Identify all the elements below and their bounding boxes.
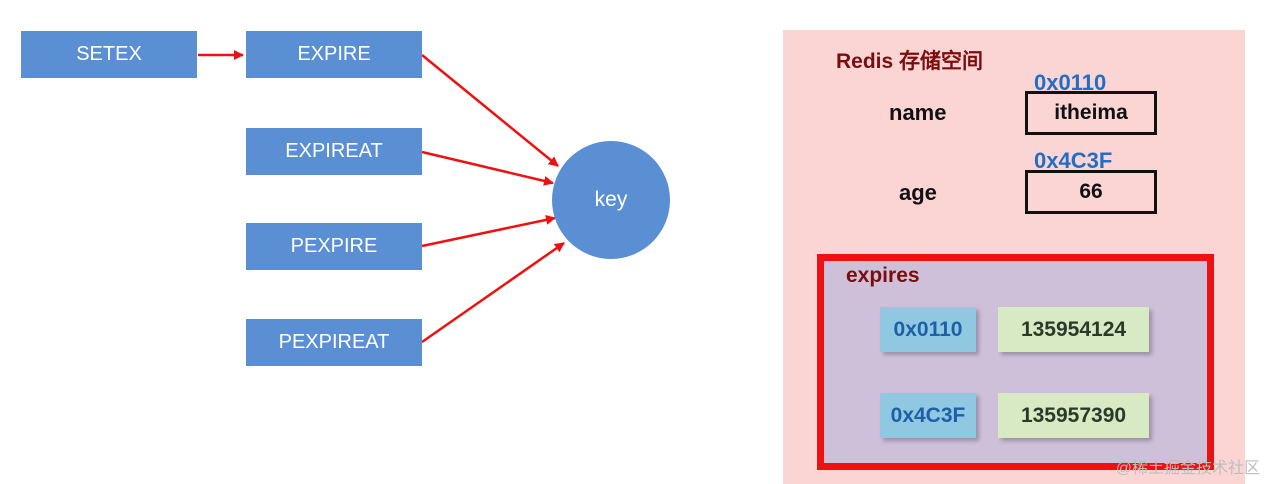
- pexpire-box: PEXPIRE: [246, 223, 422, 270]
- expire-box: EXPIRE: [246, 31, 422, 78]
- expires-value-1: 135954124: [998, 307, 1149, 352]
- name-value-box: itheima: [1025, 91, 1157, 135]
- expires-title: expires: [846, 264, 920, 287]
- expires-value-2: 135957390: [998, 393, 1149, 438]
- arrow-expire-to-key: [421, 54, 559, 167]
- redis-title: Redis 存储空间: [836, 50, 984, 73]
- age-address: 0x4C3F: [1034, 148, 1113, 173]
- watermark-text: @稀土掘金技术社区: [1115, 460, 1260, 477]
- arrow-pexpireat-to-key: [421, 241, 565, 344]
- expireat-box: EXPIREAT: [246, 128, 422, 175]
- age-value-box: 66: [1025, 170, 1157, 214]
- age-label: age: [899, 180, 937, 205]
- name-label: name: [889, 100, 947, 125]
- expires-key-1: 0x0110: [880, 307, 976, 352]
- arrow-expireat-to-key: [421, 150, 554, 186]
- pexpireat-box: PEXPIREAT: [246, 319, 422, 366]
- expires-key-2: 0x4C3F: [880, 393, 976, 438]
- arrow-pexpire-to-key: [421, 214, 556, 248]
- setex-box: SETEX: [21, 31, 197, 78]
- key-circle: key: [552, 141, 670, 259]
- name-address: 0x0110: [1034, 70, 1107, 95]
